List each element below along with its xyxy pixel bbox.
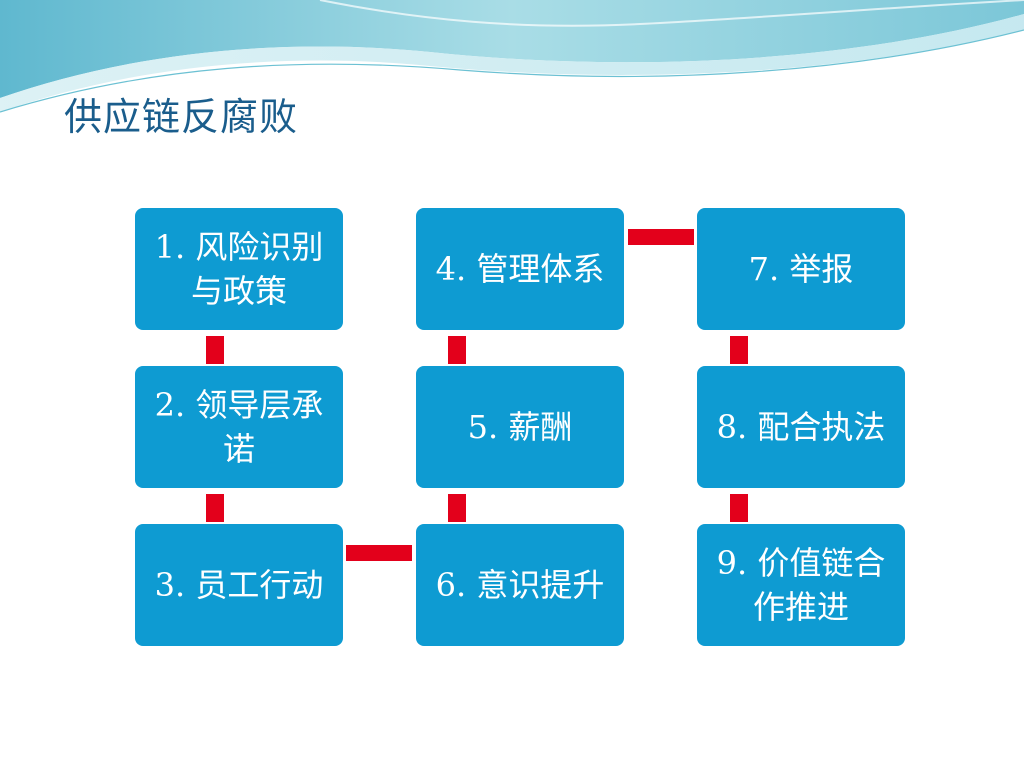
node-value-chain-cooperation: 9. 价值链合作推进 [697,524,905,646]
connector-2-3 [206,494,224,522]
connector-6-5 [448,494,466,522]
node-awareness: 6. 意识提升 [416,524,624,646]
slide-title: 供应链反腐败 [64,95,299,139]
node-law-enforcement: 8. 配合执法 [697,366,905,488]
node-risk-identification: 1. 风险识别与政策 [135,208,343,330]
node-whistleblowing: 7. 举报 [697,208,905,330]
connector-5-4 [448,336,466,364]
connector-7-8 [730,336,748,364]
connector-1-2 [206,336,224,364]
connector-4-7 [628,229,694,245]
connector-8-9 [730,494,748,522]
node-leadership-commitment: 2. 领导层承诺 [135,366,343,488]
node-management-system: 4. 管理体系 [416,208,624,330]
node-employee-action: 3. 员工行动 [135,524,343,646]
connector-3-6 [346,545,412,561]
node-compensation: 5. 薪酬 [416,366,624,488]
header-wave-banner [0,0,1024,113]
